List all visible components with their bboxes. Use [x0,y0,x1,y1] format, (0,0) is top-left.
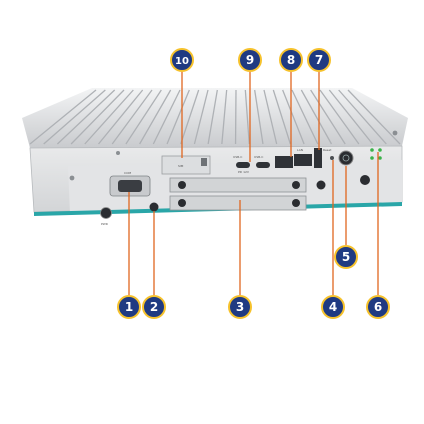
callout-4: 4 [321,295,345,319]
callout-7: 7 [307,48,331,72]
heatsink-fin [166,89,190,145]
heatsink-fin [328,89,374,145]
svg-text:7: 7 [315,53,323,67]
lan-ports: LAN [275,148,312,168]
svg-text:LAN: LAN [297,148,303,152]
callout-10: 10 [170,48,194,72]
svg-text:Reset: Reset [323,148,332,152]
heatsink-fin [263,89,278,145]
dc-jack-icon [316,180,326,190]
heatsink-fin [139,89,172,145]
heatsink-fin [300,89,333,145]
heatsink-fin [254,89,264,145]
status-leds [370,148,382,160]
drive-icon [201,158,207,166]
svg-text:8: 8 [287,53,295,67]
heatsink-fin [291,89,319,145]
heatsink-fin [84,89,134,145]
callout-5: 5 [334,245,358,269]
front-panel-ports: COM PWR SIM USB-C USB-C PD 12V LAN R [69,130,398,226]
svg-text:4: 4 [329,300,337,314]
leader-lines [128,72,379,295]
screw-icon [392,130,398,136]
expansion-bays [169,177,307,211]
heatsink-fin [193,89,209,145]
callout-1: 1 [117,295,141,319]
heatsink-fin [207,89,218,145]
heatsink-fin [310,89,346,145]
svg-text:5: 5 [342,250,350,264]
heatsink-fin [347,89,401,145]
svg-text:3: 3 [236,300,244,314]
heatsink-top [22,88,408,148]
heatsink-fin [98,89,144,145]
heatsink-fin [319,89,360,145]
heatsink-fin [244,89,250,145]
screw-icon [69,175,75,181]
svg-text:USB-C: USB-C [233,155,242,159]
svg-text:6: 6 [374,300,382,314]
sim-label: SIM [178,164,184,168]
svg-text:9: 9 [246,53,254,67]
svg-text:USB-C: USB-C [254,155,263,159]
com-label: COM [124,171,131,175]
heatsink-fin [125,89,162,145]
callout-8: 8 [279,48,303,72]
usb-a-vertical [314,148,322,168]
callout-6: 6 [366,295,390,319]
sim-cover: SIM [161,155,211,175]
heatsink-fin [43,89,106,145]
callout-9: 9 [238,48,262,72]
svg-text:PD 12V: PD 12V [238,170,250,174]
small-jack [149,202,159,212]
callout-2: 2 [142,295,166,319]
com-port: COM [109,171,151,197]
svg-text:10: 10 [175,56,189,67]
heatsink-fin [282,89,305,145]
screw-icon [116,151,120,155]
heatsink-fin [221,89,228,145]
heatsink-fin [29,89,97,145]
usb-c-ports: USB-C USB-C PD 12V [233,155,270,174]
heatsink-fin [70,89,125,145]
heatsink-fin [111,89,153,145]
power-button-icon [338,150,354,166]
heatsink-fin [180,89,200,145]
heatsink-fin [152,89,181,145]
callout-3: 3 [228,295,252,319]
svg-text:2: 2 [150,300,158,314]
reset-button [330,156,334,160]
pwr-label: PWR [101,222,108,226]
svg-text:1: 1 [125,300,133,314]
heatsink-fin [272,89,291,145]
heatsink-fin [338,89,387,145]
dc-jack-icon [360,175,370,185]
heatsink-fin [56,89,116,145]
dc-jack-icon [100,207,112,219]
